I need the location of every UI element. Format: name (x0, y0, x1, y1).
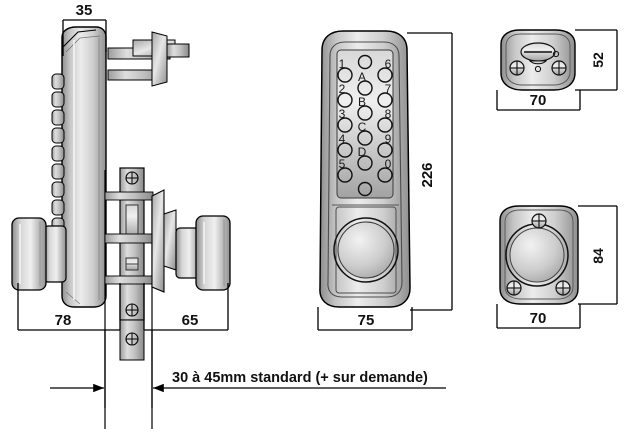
dimension-52: 52 (575, 29, 618, 91)
key-D-label: D (358, 145, 367, 159)
rear-escutcheon-side (151, 189, 177, 293)
dimension-84-label: 84 (590, 248, 606, 264)
key-1-label: 1 (339, 57, 346, 71)
escutcheon-screws (509, 50, 567, 76)
dimension-70-top: 70 (496, 90, 581, 111)
dimension-65-label: 65 (182, 312, 199, 329)
dimension-35-label: 35 (76, 2, 93, 19)
key-8[interactable] (377, 117, 393, 133)
key-3-label: 3 (339, 107, 346, 121)
key-0-label: 0 (385, 157, 392, 171)
key-6[interactable] (377, 67, 393, 83)
dimension-84: 84 (578, 205, 618, 305)
key-0[interactable] (377, 167, 393, 183)
key-6-label: 6 (385, 57, 392, 71)
dimension-70-top-label: 70 (530, 92, 547, 109)
dimension-226: 226 (407, 32, 453, 311)
key-1[interactable] (337, 67, 353, 83)
dimension-75: 75 (317, 307, 413, 331)
lock-body-side (61, 26, 107, 308)
dimension-70-bottom-label: 70 (530, 310, 547, 327)
key-4[interactable] (337, 142, 353, 158)
dimension-78-65: 78 65 (17, 283, 229, 331)
door-thickness-dimension: 30 à 45mm standard (+ sur demande) (50, 330, 446, 408)
faceplate-lower-screw (119, 319, 145, 361)
side-elevation-view: 35 78 65 (11, 2, 231, 429)
key-C-label: C (358, 120, 367, 134)
key-middle-top[interactable] (357, 54, 373, 70)
key-2-label: 2 (339, 82, 346, 96)
keypad-right-column: 6 7 8 9 0 (377, 57, 393, 183)
dimension-226-label: 226 (419, 162, 436, 187)
key-A[interactable] (357, 80, 373, 96)
key-5[interactable] (337, 167, 353, 183)
interior-knob (175, 215, 231, 291)
key-7[interactable] (377, 92, 393, 108)
dimension-78-label: 78 (55, 312, 72, 329)
dimension-52-label: 52 (590, 52, 606, 68)
keypad-panel (336, 49, 394, 199)
latch-window (125, 204, 139, 238)
key-middle-bottom[interactable] (357, 181, 373, 197)
keypad-bezel (327, 41, 403, 298)
key-3[interactable] (337, 117, 353, 133)
key-B-label: B (358, 95, 366, 109)
key-D[interactable] (357, 155, 373, 171)
front-keypad-view: 1 2 3 4 5 A B C D 6 7 8 (317, 30, 453, 331)
key-2[interactable] (337, 92, 353, 108)
keypad-left-column: 1 2 3 4 5 (337, 57, 353, 183)
rear-escutcheon-view: 52 70 (496, 29, 618, 111)
dimension-70-bottom: 70 (496, 304, 581, 329)
key-4-label: 4 (339, 132, 346, 146)
key-9-label: 9 (385, 132, 392, 146)
knob-disc (509, 227, 565, 283)
mortise-faceplate (119, 167, 145, 321)
key-A-label: A (358, 70, 366, 84)
dimension-75-label: 75 (358, 312, 375, 329)
door-thickness-note: 30 à 45mm standard (+ sur demande) (172, 370, 428, 386)
key-B[interactable] (357, 105, 373, 121)
keypad-middle-column: A B C D (357, 54, 373, 197)
dimension-35: 35 (62, 2, 107, 56)
front-knob-disc (333, 206, 399, 294)
spindle-assembly (107, 31, 190, 87)
rear-knob-plate-view: 84 70 (496, 205, 618, 329)
exterior-knob (11, 217, 67, 291)
key-8-label: 8 (385, 107, 392, 121)
knob-plate-screws (506, 213, 571, 296)
key-C[interactable] (357, 130, 373, 146)
key-5-label: 5 (339, 157, 346, 171)
key-7-label: 7 (385, 82, 392, 96)
key-9[interactable] (377, 142, 393, 158)
